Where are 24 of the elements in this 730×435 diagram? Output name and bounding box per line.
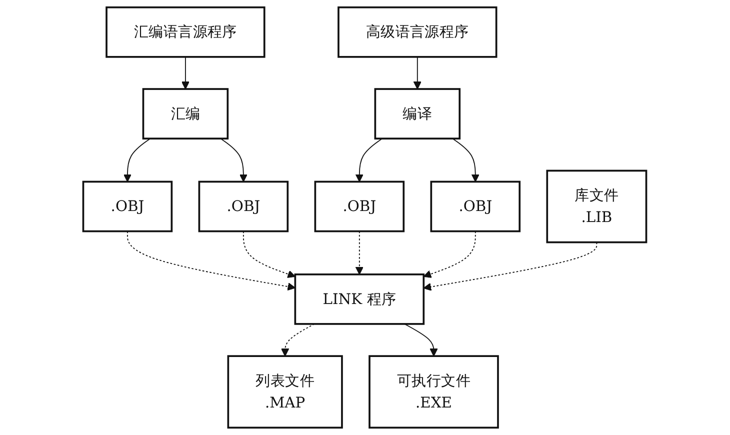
arrow	[127, 230, 296, 291]
node-box: 列表文件 .MAP	[228, 355, 344, 429]
arrow	[220, 138, 248, 182]
node-box: .OBJ	[198, 180, 289, 232]
arrow	[356, 230, 364, 275]
arrow	[124, 138, 151, 182]
node-box: 可执行文件 .EXE	[368, 355, 500, 429]
node-box: .OBJ	[314, 180, 405, 232]
node-box: 高级语言源程序	[338, 6, 498, 58]
arrow	[243, 230, 296, 278]
arrow	[424, 242, 598, 291]
arrow	[182, 56, 190, 90]
node-box: LINK 程序	[294, 273, 425, 325]
arrow	[356, 138, 383, 182]
arrow	[404, 324, 438, 356]
arrow	[414, 56, 422, 90]
arrow	[424, 230, 476, 278]
node-box: 汇编语言源程序	[106, 6, 266, 58]
node-box: 编译	[374, 88, 461, 140]
node-box: .OBJ	[82, 180, 173, 232]
node-box: 汇编	[142, 88, 229, 140]
node-box: .OBJ	[430, 180, 521, 232]
arrow	[452, 138, 480, 182]
node-box: 库文件 .LIB	[546, 170, 648, 244]
